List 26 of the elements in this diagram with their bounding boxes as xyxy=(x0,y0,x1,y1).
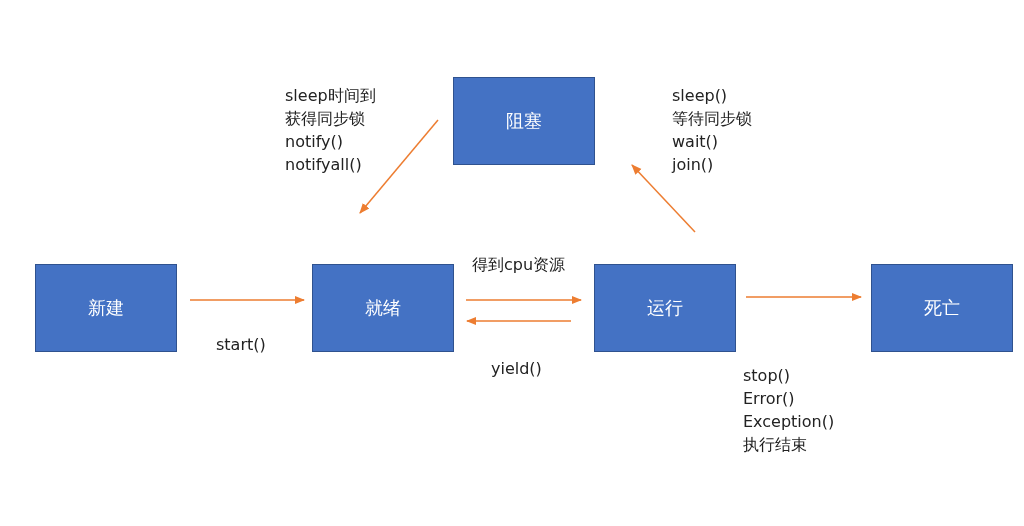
state-box: 阻塞 xyxy=(453,77,595,165)
method-label: Exception() xyxy=(743,411,835,433)
method-label: Error() xyxy=(743,388,795,410)
edge-label: start() xyxy=(216,334,266,356)
method-label: stop() xyxy=(743,365,791,387)
state-box: 新建 xyxy=(35,264,177,352)
method-label: 执行结束 xyxy=(743,434,807,456)
state-box: 死亡 xyxy=(871,264,1013,352)
arrow xyxy=(359,119,439,214)
arrow xyxy=(745,292,863,302)
arrow xyxy=(189,295,306,305)
method-label: notify() xyxy=(285,131,343,153)
edge-label: yield() xyxy=(491,358,542,380)
method-label: 获得同步锁 xyxy=(285,108,365,130)
arrow xyxy=(631,164,696,233)
arrow xyxy=(465,316,572,326)
method-label: sleep时间到 xyxy=(285,85,376,107)
edge-label: 得到cpu资源 xyxy=(472,254,566,276)
method-label: 等待同步锁 xyxy=(672,108,752,130)
state-box: 运行 xyxy=(594,264,736,352)
method-label: notifyall() xyxy=(285,154,362,176)
method-label: sleep() xyxy=(672,85,728,107)
arrow xyxy=(465,295,583,305)
method-label: wait() xyxy=(672,131,719,153)
state-box: 就绪 xyxy=(312,264,454,352)
method-label: join() xyxy=(672,154,714,176)
